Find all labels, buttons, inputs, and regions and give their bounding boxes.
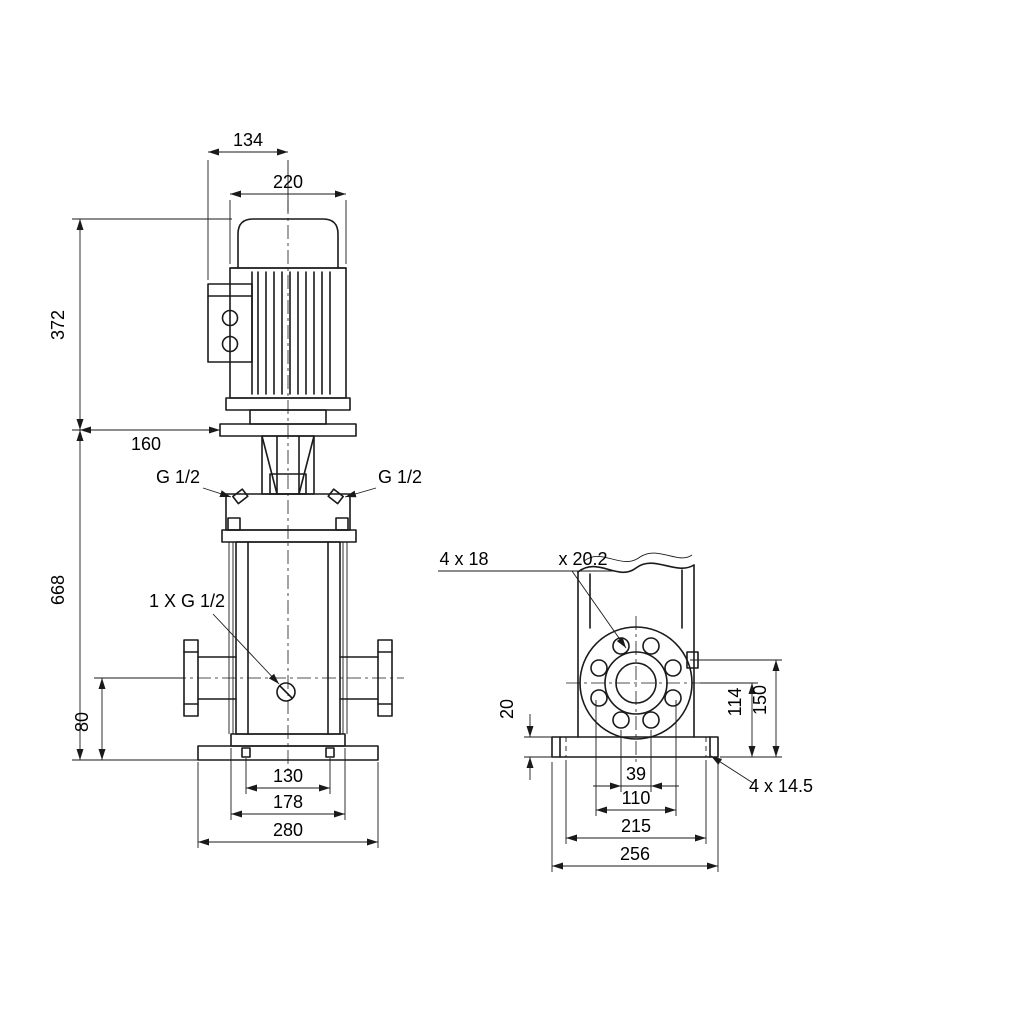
dimension-114: 114 [700, 682, 782, 758]
bolt-hole [590, 689, 608, 707]
flange-hole-note: 4 x 18 x 20.2 [438, 549, 627, 649]
dimension-134: 134 [207, 130, 289, 280]
base-hole-note: 4 x 14.5 [710, 755, 813, 796]
side-centerlines [566, 616, 712, 766]
dimension-130: 130 [245, 758, 331, 794]
dimension-220: 220 [229, 172, 347, 264]
flange-outer-circle [579, 626, 693, 740]
dimension-372: 372 [48, 218, 232, 431]
dimension-256: 256 [551, 762, 719, 872]
dim-label-372: 372 [48, 310, 68, 340]
tie-rod-nut-left [227, 517, 241, 531]
port-right-label: G 1/2 [378, 467, 422, 487]
port-plug-left [232, 488, 249, 505]
bolt-hole [642, 637, 660, 655]
cable-entry-hole [221, 309, 239, 327]
dim-label-668: 668 [48, 575, 68, 605]
bolt-hole [664, 659, 682, 677]
bolt-hole [664, 689, 682, 707]
foot-hole [241, 747, 251, 758]
pump-base [197, 733, 379, 761]
dim-label-134: 134 [233, 130, 263, 150]
break-line [577, 562, 695, 574]
dimension-215: 215 [565, 760, 707, 844]
pump-side-view: 4 x 18 x 20.2 20 114 150 [438, 549, 813, 872]
cable-entry-hole [221, 335, 239, 353]
dimension-20: 20 [497, 699, 552, 780]
port-plug-right [327, 488, 344, 505]
bolt-hole [642, 711, 660, 729]
pump-column [577, 552, 695, 738]
dimension-668: 668 [48, 430, 198, 761]
dim-label-20: 20 [497, 699, 517, 719]
flange-holes-label: 4 x 18 [439, 549, 488, 569]
head-flange [221, 529, 357, 543]
motor [207, 218, 357, 437]
dimension-150: 150 [690, 659, 782, 757]
dim-label-280: 280 [273, 820, 303, 840]
terminal-box [207, 283, 253, 363]
motor-fins [251, 271, 331, 395]
port-left-label: G 1/2 [156, 467, 200, 487]
dim-label-215: 215 [621, 816, 651, 836]
dim-label-256: 256 [620, 844, 650, 864]
dimension-160: 160 [80, 426, 220, 454]
pump-front-view: 134 220 372 160 668 [48, 130, 422, 848]
dimension-110: 110 [595, 700, 677, 816]
foot-hole [325, 747, 335, 758]
base-holes-label: 4 x 14.5 [749, 776, 813, 796]
dim-label-80: 80 [72, 712, 92, 732]
drain-label: 1 X G 1/2 [149, 591, 280, 685]
discharge-flange-right [339, 639, 393, 717]
flange-hub-circle [604, 651, 668, 715]
dim-label-114: 114 [725, 688, 745, 717]
dimension-178: 178 [230, 748, 346, 820]
base-plate-side [551, 736, 719, 758]
port-label-right: G 1/2 [344, 467, 422, 498]
port-label-left: G 1/2 [156, 467, 232, 498]
dim-label-150: 150 [750, 685, 770, 715]
bolt-hole [612, 711, 630, 729]
flange-bore-circle [615, 662, 657, 704]
front-centerlines [172, 200, 404, 772]
dimension-80: 80 [72, 677, 184, 760]
dim-label-39: 39 [626, 764, 646, 784]
flange-counterbore-label: x 20.2 [558, 549, 607, 569]
dimension-39: 39 [593, 730, 679, 792]
dimension-280: 280 [197, 762, 379, 848]
dim-label-160: 160 [131, 434, 161, 454]
base-plate-front [197, 745, 379, 761]
drain-port-label: 1 X G 1/2 [149, 591, 225, 611]
tie-rod-nut-right [335, 517, 349, 531]
bolt-hole [590, 659, 608, 677]
dim-label-130: 130 [273, 766, 303, 786]
dim-label-110: 110 [622, 788, 651, 808]
fan-cover [237, 218, 339, 269]
dim-label-178: 178 [273, 792, 303, 812]
pump-head [221, 473, 357, 543]
dim-label-220: 220 [273, 172, 303, 192]
drain-plug [276, 682, 296, 702]
